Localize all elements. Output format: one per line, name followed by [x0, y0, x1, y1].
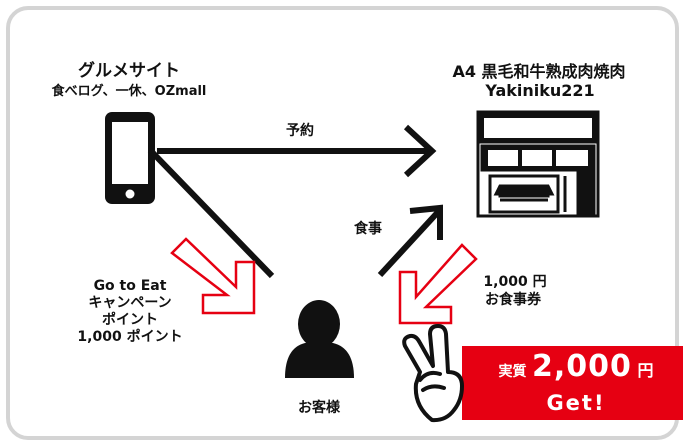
banner-amount-line: 実質 2,000 円 — [476, 350, 676, 389]
banner-amount: 2,000 — [532, 349, 632, 384]
reservation-label: 予約 — [286, 123, 314, 139]
restaurant-name-line1: A4 黒毛和牛熟成肉焼肉 — [452, 62, 626, 81]
restaurant-icon — [476, 110, 600, 218]
banner-text: 実質 2,000 円 Get! — [476, 350, 676, 416]
person-icon — [285, 300, 354, 378]
left-reward-line1: Go to Eat — [93, 278, 167, 294]
left-reward-line3: ポイント — [102, 312, 158, 328]
left-reward-line2: キャンペーン — [88, 295, 172, 311]
right-reward-line1: 1,000 円 — [483, 274, 547, 290]
left-reward-line4: 1,000 ポイント — [77, 329, 183, 345]
smartphone-icon — [105, 112, 155, 204]
savings-banner — [462, 346, 683, 420]
peace-hand-icon — [402, 324, 464, 423]
gourmet-site-title: グルメサイト — [78, 61, 180, 81]
restaurant-name-line2: Yakiniku221 — [485, 81, 595, 100]
phone-customer-line — [147, 147, 275, 279]
right-reward-arrow — [398, 243, 478, 325]
reservation-arrow — [157, 124, 437, 178]
dining-arrow — [377, 204, 443, 278]
right-reward-line2: お食事券 — [485, 292, 541, 308]
banner-get: Get! — [546, 391, 606, 415]
banner-prefix: 実質 — [498, 364, 527, 380]
banner-unit: 円 — [637, 361, 654, 380]
customer-label: お客様 — [298, 400, 340, 416]
dining-label: 食事 — [354, 221, 382, 237]
left-reward-arrow — [170, 237, 256, 315]
gourmet-site-subtitle: 食べログ、一休、OZmall — [51, 84, 207, 99]
